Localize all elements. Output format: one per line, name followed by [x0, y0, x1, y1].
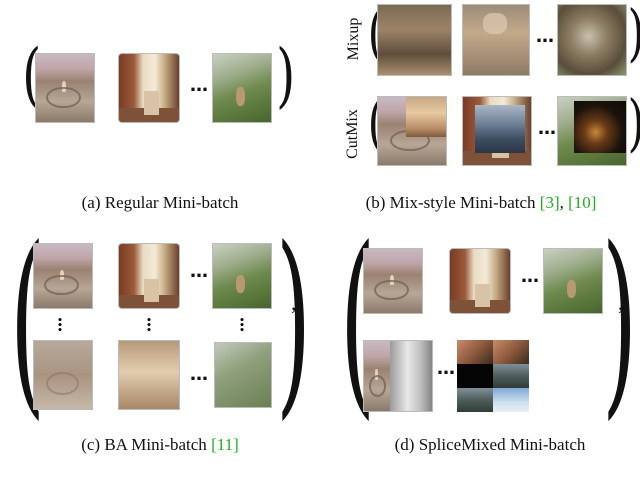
- image-d-r2-grid: [457, 340, 529, 412]
- image-c-r2-room: [118, 340, 180, 410]
- caption-b-sep: ,: [559, 193, 569, 212]
- image-d-r1-beach: [363, 248, 423, 314]
- image-d-r1-field: [543, 248, 603, 314]
- image-d-r1-room: [449, 248, 511, 314]
- image-room-child: [118, 53, 180, 123]
- caption-c: (c) BA Mini-batch [11]: [40, 435, 280, 455]
- ellipsis-d2: …: [437, 358, 455, 379]
- image-field-dog: [212, 53, 272, 123]
- caption-c-text: (c) BA Mini-batch: [81, 435, 212, 454]
- paren-close-b2: ): [628, 92, 640, 154]
- image-mixup-2: [462, 4, 530, 76]
- ellipsis-c2: …: [190, 364, 208, 385]
- reference-link-11[interactable]: [11]: [211, 435, 239, 454]
- caption-b: (b) Mix-style Mini-batch [3], [10]: [326, 193, 636, 213]
- paren-close-c: ): [276, 205, 312, 438]
- paren-close-a: ): [276, 34, 296, 116]
- reference-link-3[interactable]: [3]: [539, 193, 560, 212]
- row-label-cutmix: CutMix: [344, 109, 361, 159]
- image-mixup-3: [557, 4, 627, 76]
- vdots-c3: •••: [239, 316, 245, 336]
- image-beach-dog: [35, 53, 95, 123]
- caption-a: (a) Regular Mini-batch: [81, 193, 239, 212]
- image-c-r2-beach: [33, 340, 93, 410]
- vdots-c2: •••: [146, 316, 152, 336]
- caption-b-text: (b) Mix-style Mini-batch: [365, 193, 540, 212]
- paren-close-b1: ): [628, 2, 640, 64]
- image-c-r1-field: [212, 243, 272, 309]
- ellipsis-c1: …: [190, 261, 208, 282]
- caption-d: (d) SpliceMixed Mini-batch: [394, 435, 586, 454]
- image-cutmix-2: [462, 96, 532, 166]
- paren-close-d: ): [602, 205, 638, 438]
- image-cutmix-1: [377, 96, 447, 166]
- vdots-c1: •••: [57, 316, 63, 336]
- image-mixup-1: [377, 4, 452, 76]
- image-c-r1-room: [118, 243, 180, 309]
- reference-link-10[interactable]: [10]: [568, 193, 597, 212]
- image-c-r1-beach: [33, 243, 93, 309]
- image-cutmix-3: [557, 96, 627, 166]
- row-label-mixup: Mixup: [345, 17, 362, 61]
- ellipsis-b1: …: [536, 26, 554, 47]
- comma-d: ,: [618, 290, 624, 315]
- ellipsis-d1: …: [521, 266, 539, 287]
- ellipsis-b2: …: [538, 118, 556, 139]
- image-c-r2-field: [214, 342, 272, 408]
- image-d-r2-spliced: [363, 340, 433, 412]
- comma-c: ,: [291, 290, 297, 315]
- ellipsis-a: …: [190, 75, 208, 96]
